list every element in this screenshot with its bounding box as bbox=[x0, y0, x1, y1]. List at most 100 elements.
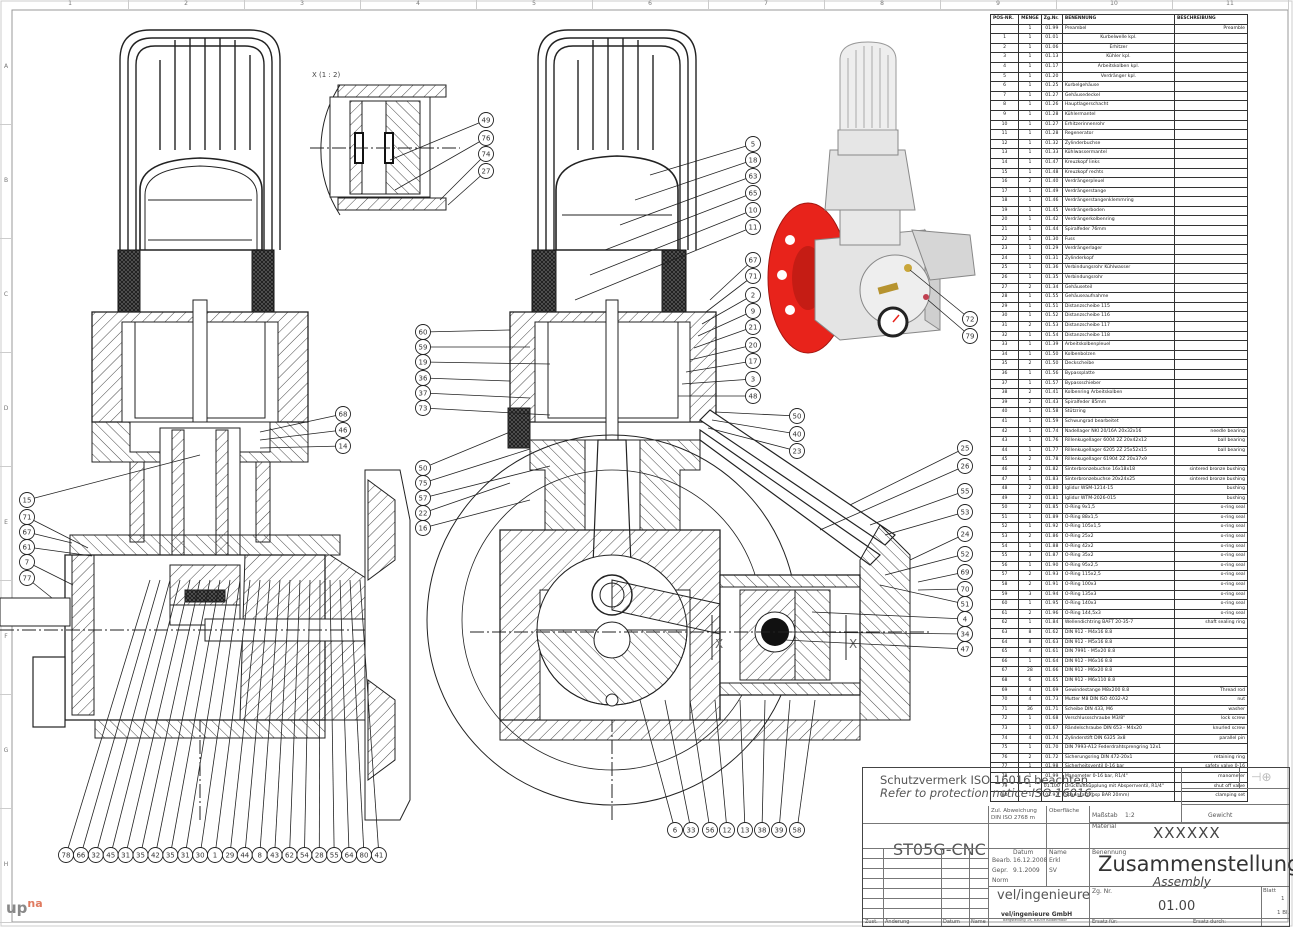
bom-cell: 27 bbox=[989, 282, 1020, 294]
balloon-callout: 54 bbox=[296, 579, 313, 863]
bom-cell bbox=[1174, 196, 1248, 207]
bom-cell: Zylinderkopf bbox=[1061, 253, 1176, 265]
bom-cell: 1 bbox=[1018, 148, 1042, 159]
bom-cell: 01.30 bbox=[1040, 234, 1063, 246]
balloon-callout: 38 bbox=[754, 699, 770, 838]
bom-cell: 01.17 bbox=[1040, 61, 1063, 73]
bom-cell bbox=[1174, 292, 1248, 303]
bom-cell: 30 bbox=[989, 311, 1020, 322]
bom-cell: 01.65 bbox=[1040, 675, 1063, 687]
leader-line bbox=[259, 413, 344, 433]
balloon-circle bbox=[745, 202, 761, 218]
balloon-circle bbox=[478, 130, 494, 146]
bom-cell bbox=[1174, 407, 1248, 418]
leader-line bbox=[639, 699, 676, 831]
title-block-label: Bearb. bbox=[992, 857, 1012, 864]
balloon-number: 17 bbox=[749, 358, 758, 366]
bom-cell: 73 bbox=[989, 723, 1020, 735]
bom-cell: o-ring seal bbox=[1174, 589, 1248, 601]
bom-cell: 33 bbox=[989, 340, 1020, 351]
bom-cell: 64 bbox=[989, 637, 1020, 649]
bom-cell: 2 bbox=[1018, 464, 1042, 476]
balloon-number: 69 bbox=[961, 569, 970, 577]
bom-cell: 01.13 bbox=[1040, 52, 1063, 63]
bom-cell bbox=[1174, 359, 1248, 370]
bom-cell: Verdrängerkolbenring bbox=[1061, 215, 1176, 227]
balloon-number: 73 bbox=[419, 405, 428, 413]
bom-cell: 53 bbox=[989, 532, 1020, 543]
bom-cell: 1 bbox=[1018, 157, 1042, 169]
bom-cell: 1 bbox=[1018, 541, 1042, 553]
replaced-by-label: Ersatz durch: bbox=[1193, 919, 1226, 925]
balloon-callout: 50 bbox=[415, 431, 511, 476]
surface-label: Oberfläche bbox=[1049, 808, 1080, 814]
bom-cell: 01.66 bbox=[1040, 666, 1063, 677]
rev-header-name: Name bbox=[971, 919, 986, 925]
balloon-number: 44 bbox=[240, 852, 249, 860]
bom-cell bbox=[1174, 177, 1248, 188]
zone-column-label: 7 bbox=[708, 0, 825, 10]
bom-cell: 01.76 bbox=[1040, 436, 1063, 447]
bom-cell: 9 bbox=[989, 109, 1020, 121]
balloon-number: 72 bbox=[966, 316, 975, 324]
balloon-callout: 36 bbox=[415, 370, 511, 386]
bom-cell: 38 bbox=[989, 388, 1020, 399]
balloon-circle bbox=[745, 268, 761, 284]
bom-cell: 1 bbox=[1018, 196, 1042, 207]
balloon-callout: 70 bbox=[917, 581, 973, 597]
zone-column-label: 8 bbox=[824, 0, 941, 10]
bom-cell: 01.82 bbox=[1040, 464, 1063, 476]
leader-line bbox=[329, 579, 335, 856]
bom-cell: 01.88 bbox=[1040, 541, 1063, 553]
section-mark-x-right: X bbox=[849, 637, 857, 651]
bom-cell bbox=[1174, 81, 1248, 92]
bom-cell: 01.35 bbox=[1040, 273, 1063, 284]
balloon-number: 75 bbox=[419, 480, 428, 488]
title-block-date: 16.12.2008 bbox=[1013, 857, 1048, 864]
bom-cell: 01.50 bbox=[1040, 349, 1063, 361]
balloon-circle bbox=[478, 163, 494, 179]
balloon-number: 55 bbox=[961, 488, 970, 496]
bom-cell: 01.47 bbox=[1040, 157, 1063, 169]
balloon-number: 66 bbox=[76, 852, 85, 860]
balloon-number: 37 bbox=[419, 390, 428, 398]
leader-line bbox=[811, 611, 966, 620]
bom-cell: O-Ring 105x1,5 bbox=[1061, 522, 1176, 534]
bom-cell: 01.95 bbox=[1040, 599, 1063, 610]
balloon-callout: 74 bbox=[439, 146, 494, 201]
bom-cell: Gehäuseaufnahme bbox=[1061, 292, 1176, 303]
bom-cell: DIN 912 - M6x110 8.8 bbox=[1061, 675, 1176, 687]
leader-line bbox=[422, 431, 511, 469]
balloon-circle bbox=[370, 847, 387, 863]
bom-cell: 11 bbox=[989, 129, 1020, 140]
bom-cell bbox=[1174, 330, 1248, 342]
bom-cell bbox=[1174, 33, 1248, 44]
balloon-callout: 66 bbox=[72, 579, 161, 863]
bom-cell: Nadellager NKI 20/16A 20x32x16 bbox=[1061, 426, 1176, 438]
bom-cell: 1 bbox=[1018, 263, 1042, 275]
balloon-number: 47 bbox=[961, 646, 970, 654]
bom-cell: Verdränger kpl. bbox=[1061, 71, 1176, 83]
bom-cell: 01.54 bbox=[1040, 330, 1063, 342]
bom-cell: Kurbelwelle kpl. bbox=[1061, 33, 1176, 44]
leader-line bbox=[199, 579, 241, 856]
leader-line bbox=[784, 639, 966, 650]
leader-line bbox=[259, 445, 344, 449]
balloon-callout: 9 bbox=[697, 303, 761, 337]
bom-cell: 01.50 bbox=[1040, 359, 1063, 370]
bom-cell: 16 bbox=[989, 177, 1020, 188]
bom-cell: 59 bbox=[989, 589, 1020, 601]
balloon-number: 9 bbox=[751, 308, 755, 316]
bom-cell: o-ring seal bbox=[1174, 560, 1248, 572]
leader-line bbox=[140, 579, 201, 856]
projection-symbol-icon: ⊣⊕ bbox=[1251, 770, 1272, 784]
bom-cell: parallel pin bbox=[1174, 733, 1248, 745]
bom-cell: DIN 912 - M4x16 8.8 bbox=[1061, 628, 1176, 639]
